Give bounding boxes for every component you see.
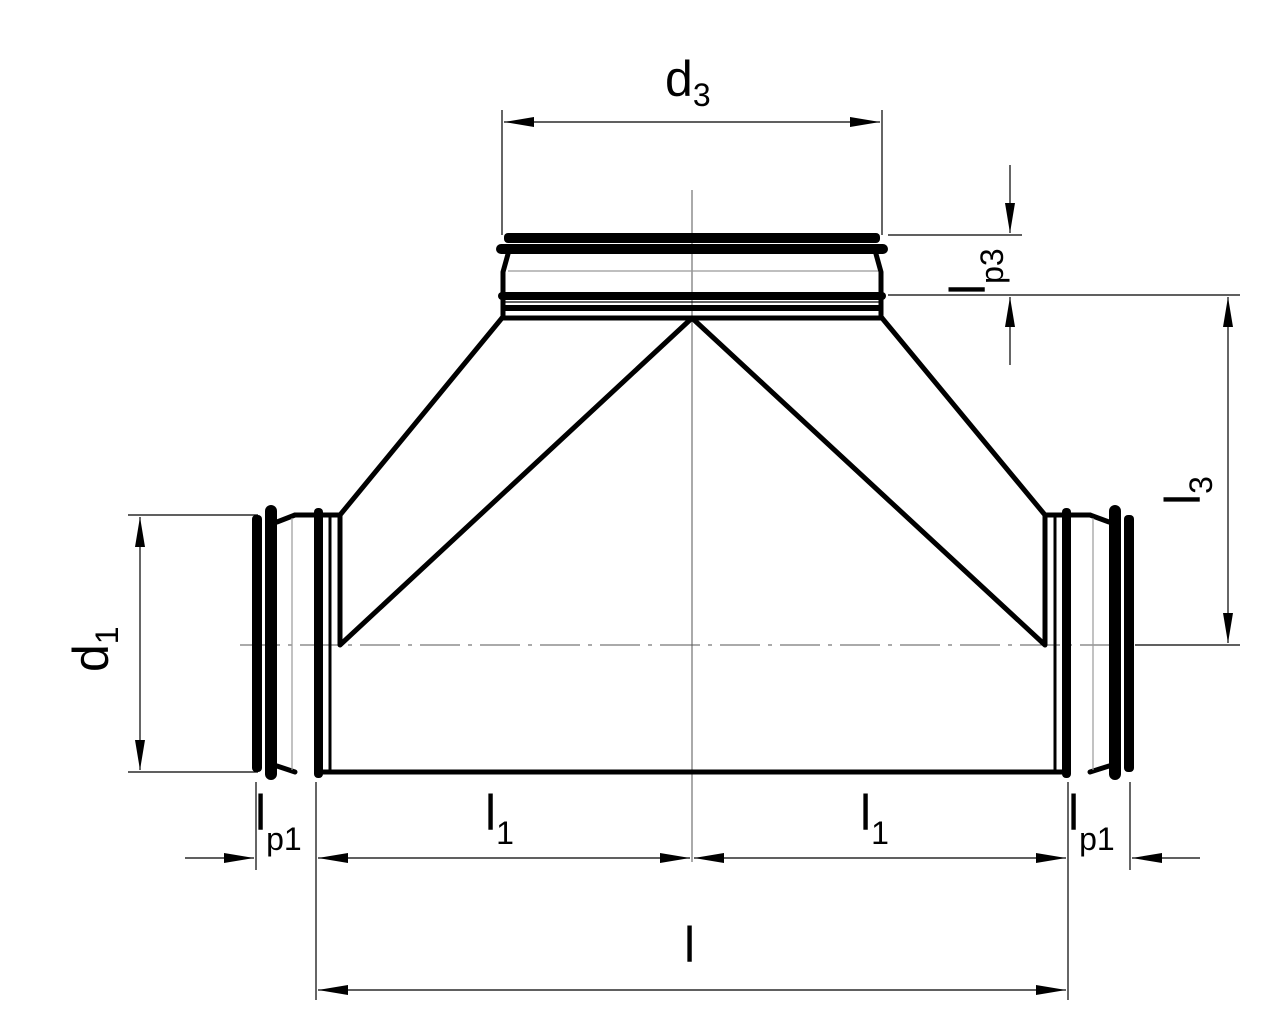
l3-label: l [1155, 494, 1211, 505]
svg-text:d3: d3 [665, 51, 711, 113]
l3-subscript: 3 [1183, 476, 1219, 494]
lp1-left-label: l [255, 785, 266, 841]
lp1-left-subscript: p1 [266, 821, 302, 857]
l1-left-label: l [485, 785, 496, 841]
d3-subscript: 3 [693, 77, 711, 113]
lp3-label: l [940, 284, 996, 295]
lp3-subscript: p3 [974, 248, 1010, 284]
dimension-bottom: lp1 l1 l1 lp1 l [185, 782, 1200, 1000]
dimension-d3: d3 [501, 51, 883, 235]
dimension-lp3: lp3 [888, 165, 1240, 365]
svg-text:d1: d1 [63, 626, 125, 672]
right-collar [1042, 505, 1134, 780]
d1-subscript: 1 [89, 626, 125, 644]
left-collar [252, 505, 343, 780]
dimension-l3: l3 [1135, 297, 1240, 646]
lp1-right-label: l [1068, 785, 1079, 841]
svg-text:lp1: lp1 [255, 785, 302, 857]
d3-label: d [665, 51, 693, 107]
d1-label: d [63, 644, 119, 672]
svg-text:lp1: lp1 [1068, 785, 1115, 857]
l1-right-label: l [860, 785, 871, 841]
svg-text:l1: l1 [485, 785, 514, 851]
svg-text:lp3: lp3 [940, 248, 1010, 295]
l1-left-subscript: 1 [496, 815, 514, 851]
svg-text:l1: l1 [860, 785, 889, 851]
l1-right-subscript: 1 [871, 815, 889, 851]
svg-text:l3: l3 [1155, 476, 1219, 505]
dimension-d1: d1 [63, 514, 258, 773]
lp1-right-subscript: p1 [1079, 821, 1115, 857]
l-total-label: l [684, 917, 695, 973]
